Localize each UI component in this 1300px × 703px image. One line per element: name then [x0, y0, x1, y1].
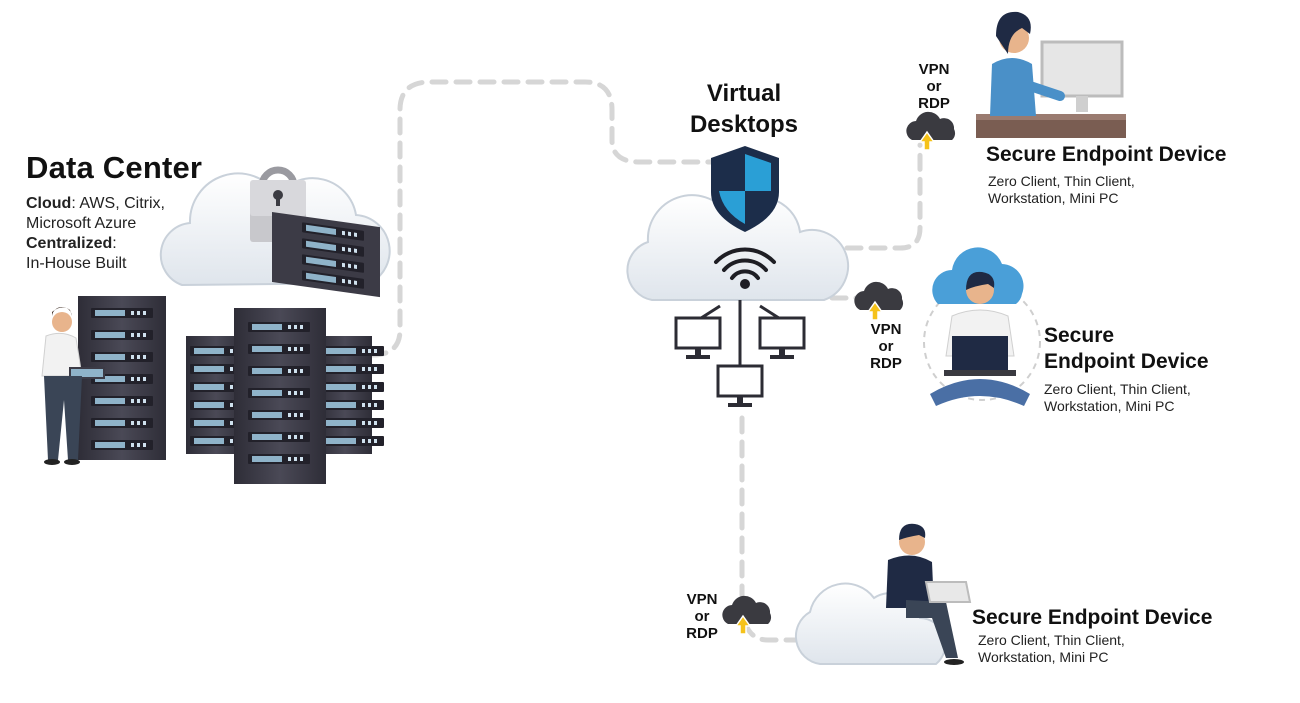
vpn-rdp-label: VPN or RDP	[910, 61, 958, 112]
endpoint-title-line2: Endpoint Device	[1044, 350, 1209, 373]
upload-cloud-icon	[853, 281, 904, 321]
endpoint-title: Secure Endpoint Device	[986, 143, 1227, 166]
virtual-desktops-title-line1: Virtual	[706, 80, 782, 107]
endpoint-desc-line1: Zero Client, Thin Client,	[1044, 381, 1191, 397]
cloud-value-line2: Microsoft Azure	[26, 215, 137, 232]
rdp-text: RDP	[918, 95, 950, 112]
virtual-desktops-title-line2: Desktops	[689, 111, 799, 138]
centralized-info-line: Centralized:	[26, 234, 117, 254]
security-shield	[711, 146, 779, 232]
monitor-network	[674, 300, 806, 409]
or-text: or	[694, 608, 710, 625]
endpoint-title-line1: Secure	[1044, 324, 1115, 347]
centralized-label: Centralized	[26, 235, 113, 252]
virtual-desktops-title: Virtual Desktops	[678, 78, 810, 140]
vpn-text: VPN	[870, 321, 902, 338]
vpn-rdp-label: VPN or RDP	[678, 591, 726, 642]
endpoint-desk-user	[976, 11, 1126, 138]
data-center-title: Data Center	[26, 150, 203, 185]
or-text: or	[926, 78, 942, 95]
or-text: or	[878, 338, 894, 355]
rdp-text: RDP	[870, 355, 902, 372]
server-racks	[78, 296, 384, 484]
endpoint-desc-line2: Workstation, Mini PC	[1044, 398, 1175, 414]
rdp-text: RDP	[686, 625, 718, 642]
endpoint-desc-line2: Workstation, Mini PC	[978, 649, 1109, 665]
endpoint-cloud-user	[794, 523, 972, 665]
upload-cloud-icon	[721, 595, 772, 635]
centralized-value: :	[112, 235, 117, 252]
endpoint-laptop-user	[923, 247, 1041, 406]
cloud-value: : AWS, Citrix,	[71, 195, 165, 212]
vpn-rdp-label: VPN or RDP	[862, 321, 910, 372]
upload-cloud-icon	[905, 111, 956, 151]
endpoint-desc-line1: Zero Client, Thin Client,	[988, 173, 1135, 189]
cloud-info-line: Cloud: AWS, Citrix,	[26, 194, 165, 214]
vpn-text: VPN	[918, 61, 950, 78]
endpoint-title: Secure Endpoint Device	[972, 606, 1213, 629]
cloud-label: Cloud	[26, 195, 72, 212]
vpn-text: VPN	[686, 591, 718, 608]
data-center-cloud	[159, 166, 391, 298]
centralized-value-line2: In-House Built	[26, 255, 127, 272]
technician-figure	[41, 306, 105, 465]
endpoint-desc-line2: Workstation, Mini PC	[988, 190, 1119, 206]
connector-lines	[369, 79, 923, 643]
endpoint-desc-line1: Zero Client, Thin Client,	[978, 632, 1125, 648]
